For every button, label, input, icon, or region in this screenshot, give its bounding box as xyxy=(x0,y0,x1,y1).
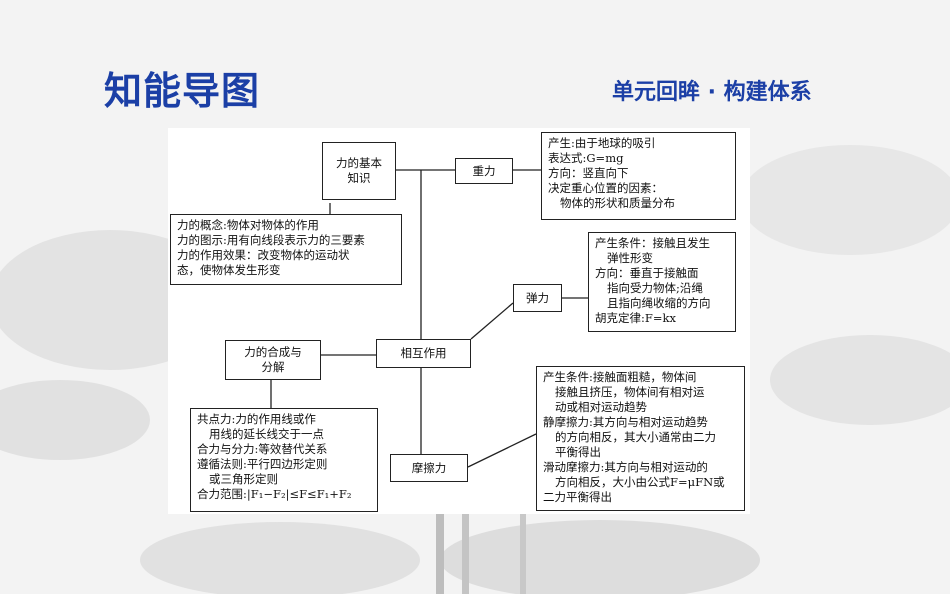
detail-line: 接触且挤压，物体间有相对运 xyxy=(555,385,705,399)
section-subtitle: 单元回眸 · 构建体系 xyxy=(612,80,812,105)
node-gravity: 重力 xyxy=(455,158,513,184)
node-friction-label: 摩擦力 xyxy=(411,460,447,475)
detail-line: 的方向相反，其大小通常由二力 xyxy=(555,430,716,444)
detail-line: 方向：竖直向下 xyxy=(548,166,629,180)
node-composition: 力的合成与分解 xyxy=(225,340,321,380)
detail-line: 产生条件：接触且发生 xyxy=(595,236,710,250)
detail-line: 合力与分力:等效替代关系 xyxy=(197,442,328,456)
detail-line: 弹性形变 xyxy=(607,251,653,265)
detail-gravity: 产生:由于地球的吸引 表达式:G=mg 方向：竖直向下 决定重心位置的因素： 物… xyxy=(541,132,736,220)
detail-basic-knowledge: 力的概念:物体对物体的作用 力的图示:用有向线段表示力的三要素 力的作用效果：改… xyxy=(170,214,402,285)
detail-composition: 共点力:力的作用线或作 用线的延长线交于一点 合力与分力:等效替代关系 遵循法则… xyxy=(190,408,378,512)
detail-line: 合力范围:|F₁−F₂|≤F≤F₁+F₂ xyxy=(197,487,352,501)
detail-line: 动或相对运动趋势 xyxy=(555,400,647,414)
detail-line: 平衡得出 xyxy=(555,445,601,459)
detail-elastic: 产生条件：接触且发生 弹性形变 方向：垂直于接触面 指向受力物体;沿绳 且指向绳… xyxy=(588,232,736,332)
node-basic-knowledge: 力的基本知识 xyxy=(322,142,396,200)
detail-line: 共点力:力的作用线或作 xyxy=(197,412,316,426)
connector-lines xyxy=(270,169,588,468)
detail-line: 力的图示:用有向线段表示力的三要素 xyxy=(177,233,365,247)
detail-friction: 产生条件:接触面粗糙，物体间 接触且挤压，物体间有相对运 动或相对运动趋势 静摩… xyxy=(536,366,745,511)
detail-line: 二力平衡得出 xyxy=(543,490,612,504)
detail-line: 胡克定律:F=kx xyxy=(595,311,676,325)
node-basic-label: 力的基本知识 xyxy=(336,156,382,185)
node-gravity-label: 重力 xyxy=(472,163,496,178)
node-interaction: 相互作用 xyxy=(376,339,471,368)
detail-line: 或三角形定则 xyxy=(209,472,278,486)
detail-line: 产生:由于地球的吸引 xyxy=(548,136,656,150)
page-title: 知能导图 xyxy=(104,69,261,113)
detail-line: 物体的形状和质量分布 xyxy=(560,196,675,210)
detail-line: 且指向绳收缩的方向 xyxy=(607,296,711,310)
node-elastic: 弹力 xyxy=(513,284,562,312)
detail-line: 方向：垂直于接触面 xyxy=(595,266,699,280)
detail-line: 指向受力物体;沿绳 xyxy=(607,281,703,295)
node-composition-label: 力的合成与分解 xyxy=(244,345,302,374)
detail-line: 态，使物体发生形变 xyxy=(177,263,281,277)
detail-line: 决定重心位置的因素： xyxy=(548,181,663,195)
detail-line: 滑动摩擦力:其方向与相对运动的 xyxy=(543,460,708,474)
detail-line: 静摩擦力:其方向与相对运动趋势 xyxy=(543,415,708,429)
concept-map-panel: 力的基本知识 重力 弹力 相互作用 力的合成与分解 摩擦力 产生:由于地球的吸引… xyxy=(168,128,750,514)
detail-line: 遵循法则:平行四边形定则 xyxy=(197,457,328,471)
detail-line: 表达式:G=mg xyxy=(548,151,624,165)
detail-line: 方向相反，大小由公式F=μFN或 xyxy=(555,475,725,489)
node-friction: 摩擦力 xyxy=(390,454,468,482)
node-interaction-label: 相互作用 xyxy=(400,346,447,360)
detail-line: 产生条件:接触面粗糙，物体间 xyxy=(543,370,697,384)
node-elastic-label: 弹力 xyxy=(526,290,549,305)
detail-line: 用线的延长线交于一点 xyxy=(209,427,324,441)
detail-line: 力的作用效果：改变物体的运动状 xyxy=(177,248,350,262)
detail-line: 力的概念:物体对物体的作用 xyxy=(177,218,319,232)
